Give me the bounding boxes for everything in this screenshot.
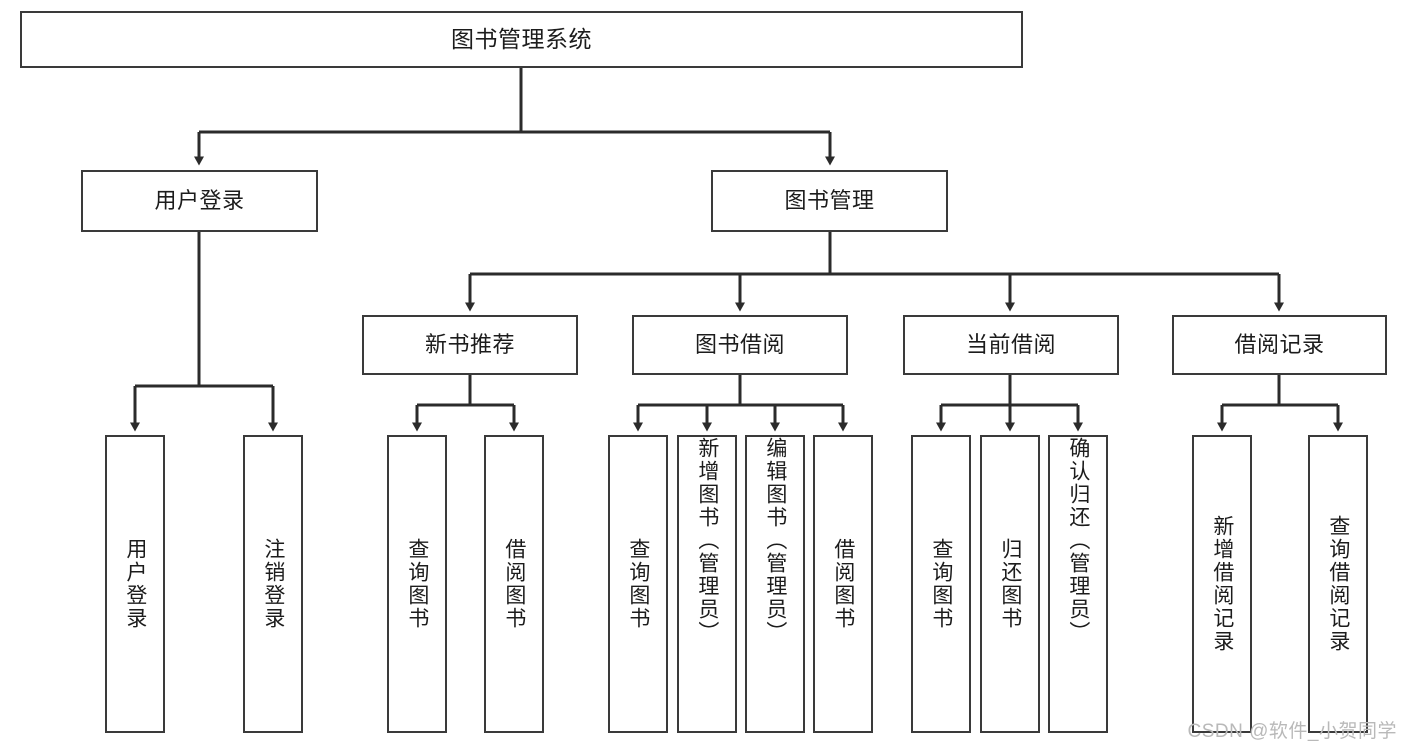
node-label: 新增借阅记录 [1210, 515, 1234, 653]
node-borrow-record[interactable]: 借阅记录 [1172, 315, 1387, 375]
node-book-management-system[interactable]: 图书管理系统 [20, 11, 1023, 68]
leaf-user-logout[interactable]: 注销登录 [243, 435, 303, 733]
node-book-manage[interactable]: 图书管理 [711, 170, 948, 232]
leaf-add-borrow-record[interactable]: 新增借阅记录 [1192, 435, 1252, 733]
leaf-borrow-book-recommend[interactable]: 借阅图书 [484, 435, 544, 733]
node-label: 查询图书 [626, 538, 650, 630]
node-label: 图书管理系统 [451, 26, 592, 52]
node-label: 借阅图书 [502, 538, 526, 630]
node-label: 图书管理 [784, 188, 875, 213]
node-label: 新增图书（管理员） [695, 437, 719, 644]
leaf-query-book-current[interactable]: 查询图书 [911, 435, 971, 733]
leaf-add-book[interactable]: 新增图书（管理员） [677, 435, 737, 733]
node-current-borrow[interactable]: 当前借阅 [903, 315, 1119, 375]
node-label: 借阅记录 [1234, 332, 1325, 357]
leaf-query-borrow-record[interactable]: 查询借阅记录 [1308, 435, 1368, 733]
node-label: 归还图书 [998, 538, 1022, 630]
leaf-confirm-return[interactable]: 确认归还（管理员） [1048, 435, 1108, 733]
leaf-query-book-borrow[interactable]: 查询图书 [608, 435, 668, 733]
node-label: 确认归还（管理员） [1066, 437, 1090, 644]
node-label: 新书推荐 [424, 332, 515, 357]
leaf-borrow-book[interactable]: 借阅图书 [813, 435, 873, 733]
node-label: 用户登录 [123, 538, 147, 630]
node-label: 注销登录 [261, 538, 285, 630]
leaf-edit-book[interactable]: 编辑图书（管理员） [745, 435, 805, 733]
node-label: 查询借阅记录 [1326, 515, 1350, 653]
node-label: 用户登录 [154, 188, 245, 213]
node-label: 查询图书 [929, 538, 953, 630]
node-book-borrow[interactable]: 图书借阅 [632, 315, 848, 375]
node-label: 当前借阅 [965, 332, 1056, 357]
node-user-login[interactable]: 用户登录 [81, 170, 318, 232]
node-new-book-recommend[interactable]: 新书推荐 [362, 315, 578, 375]
csdn-watermark: CSDN @软件_小贺同学 [1187, 721, 1397, 742]
node-label: 借阅图书 [831, 538, 855, 630]
node-label: 图书借阅 [694, 332, 785, 357]
leaf-user-login[interactable]: 用户登录 [105, 435, 165, 733]
leaf-query-book-recommend[interactable]: 查询图书 [387, 435, 447, 733]
node-label: 查询图书 [405, 538, 429, 630]
leaf-return-book[interactable]: 归还图书 [980, 435, 1040, 733]
node-label: 编辑图书（管理员） [763, 437, 787, 644]
